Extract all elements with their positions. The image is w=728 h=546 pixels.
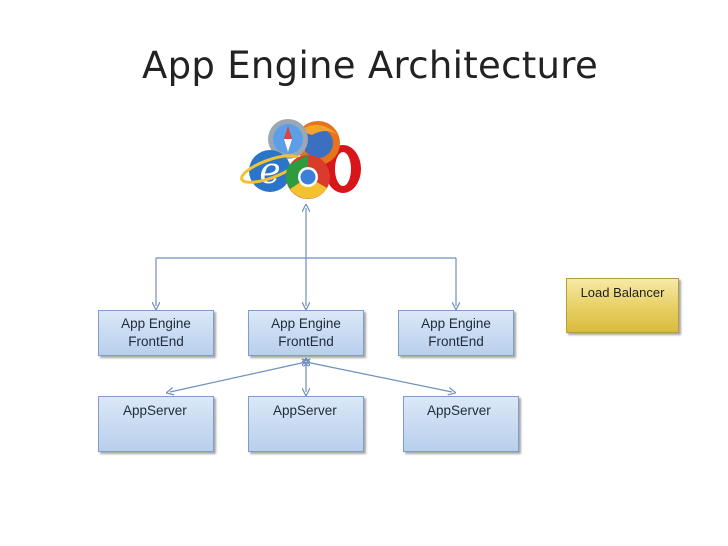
frontend-label-line2: FrontEnd (128, 334, 184, 349)
firefox-icon (296, 121, 340, 165)
appserver-label: AppServer (427, 403, 491, 418)
load-balancer-box: Load Balancer (566, 278, 679, 333)
frontend-to-appserver-left (170, 362, 306, 392)
appserver-label: AppServer (273, 403, 337, 418)
appserver-label: AppServer (123, 403, 187, 418)
frontend-box-left: App Engine FrontEnd (98, 310, 214, 356)
page-title: App Engine Architecture (142, 44, 599, 87)
appserver-box-center: AppServer (248, 396, 364, 452)
load-balancer-label: Load Balancer (580, 285, 665, 300)
safari-icon (268, 119, 308, 159)
frontend-to-appserver-right (306, 362, 452, 392)
frontend-box-right: App Engine FrontEnd (398, 310, 514, 356)
frontend-label-line1: App Engine (271, 316, 341, 331)
frontend-label-line2: FrontEnd (428, 334, 484, 349)
frontend-box-center: App Engine FrontEnd (248, 310, 364, 356)
appserver-box-right: AppServer (403, 396, 519, 452)
frontend-label-line2: FrontEnd (278, 334, 334, 349)
appserver-box-left: AppServer (98, 396, 214, 452)
internet-explorer-icon: e (240, 150, 300, 192)
frontend-label-line1: App Engine (421, 316, 491, 331)
browser-icons-cluster: e (240, 119, 361, 199)
frontend-label-line1: App Engine (121, 316, 191, 331)
chrome-icon (285, 155, 330, 199)
